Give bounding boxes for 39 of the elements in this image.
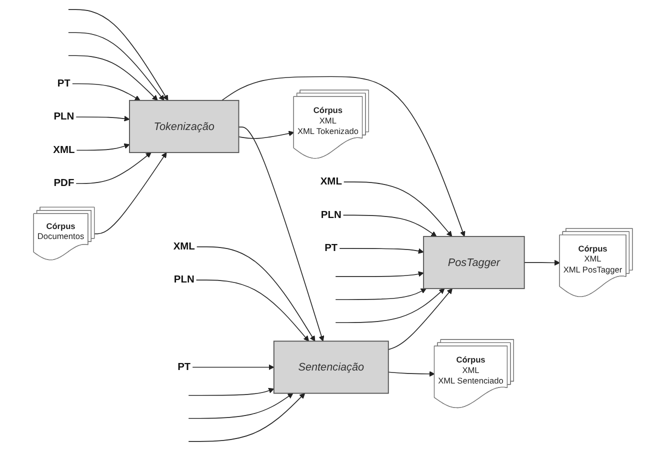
node-box: Sentenciação bbox=[273, 340, 389, 394]
arrow bbox=[196, 246, 316, 342]
arrow bbox=[188, 388, 274, 396]
arrow bbox=[524, 260, 560, 266]
arrow bbox=[72, 83, 140, 101]
arrow bbox=[68, 32, 164, 101]
arrow bbox=[221, 76, 466, 237]
node-text: XML bbox=[173, 241, 195, 252]
node-text: PT bbox=[324, 242, 338, 254]
arrow bbox=[339, 248, 424, 254]
node-text: PDF bbox=[54, 178, 74, 189]
node-text: PLN bbox=[320, 209, 342, 220]
node-box: PosTagger bbox=[423, 236, 525, 290]
arrow bbox=[68, 55, 158, 101]
node-text: XML bbox=[320, 176, 342, 188]
arrow bbox=[188, 393, 306, 442]
node-text: PLN bbox=[54, 111, 74, 122]
node-text: XML bbox=[53, 144, 75, 156]
arrow bbox=[94, 152, 167, 234]
arrow bbox=[196, 280, 310, 342]
arrow bbox=[335, 271, 424, 278]
arrow bbox=[76, 116, 130, 122]
arrow bbox=[335, 288, 445, 324]
arrow bbox=[192, 364, 274, 370]
node-text: PT bbox=[57, 78, 70, 89]
node-text: PLN bbox=[174, 274, 194, 286]
arrow bbox=[68, 9, 168, 101]
arrow bbox=[343, 182, 452, 237]
node-text: PT bbox=[178, 361, 191, 372]
arrow bbox=[388, 288, 452, 350]
arrow bbox=[76, 152, 152, 184]
arrow bbox=[238, 130, 294, 139]
arrow bbox=[188, 393, 294, 419]
arrow bbox=[335, 288, 426, 300]
arrow bbox=[238, 126, 324, 342]
node-box: Tokenização bbox=[129, 100, 240, 154]
arrow bbox=[342, 214, 437, 237]
arrow bbox=[388, 371, 435, 377]
arrow bbox=[76, 143, 130, 151]
